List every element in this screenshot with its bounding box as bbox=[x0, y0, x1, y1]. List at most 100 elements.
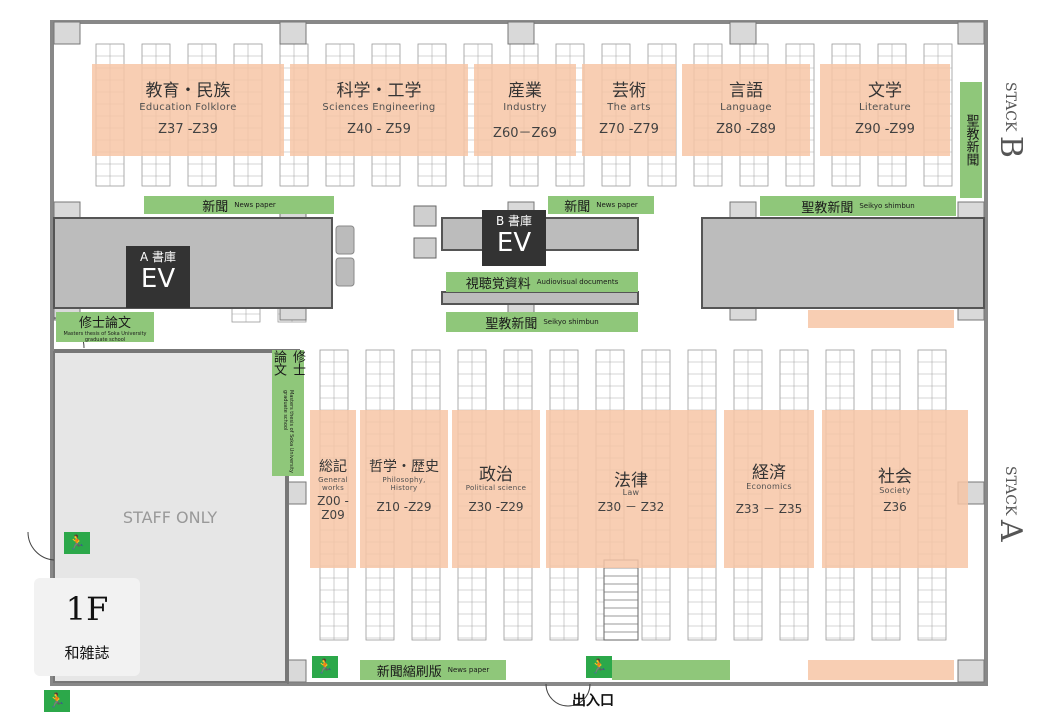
staff-only-label: STAFF ONLY bbox=[122, 508, 218, 527]
zone-philosophy[interactable]: 哲学・歴史 Philosophy, History Z10 -Z29 bbox=[360, 410, 448, 568]
zone-range: Z36 bbox=[883, 500, 907, 514]
zone-subtitle: Society bbox=[879, 486, 911, 495]
entrance-label[interactable]: 出入口 bbox=[572, 693, 614, 709]
pillar bbox=[53, 21, 81, 45]
audiovisual-shelf[interactable]: 視聴覚資料 Audiovisual documents bbox=[446, 272, 638, 292]
label-en: Seikyo shimbun bbox=[543, 318, 599, 326]
elevator-b-label: B 書庫 bbox=[495, 214, 533, 228]
emergency-exit-icon: 🏃 bbox=[64, 532, 90, 554]
label-en: News paper bbox=[234, 201, 276, 209]
stack-b-label: STACK B bbox=[988, 82, 1028, 182]
printer-icon bbox=[413, 237, 437, 259]
zone-subtitle: General works bbox=[318, 476, 348, 492]
zone-range: Z37 -Z39 bbox=[158, 122, 218, 137]
zone-subtitle: Economics bbox=[746, 482, 792, 491]
zone-range: Z00 - Z09 bbox=[317, 494, 349, 522]
stack-a-label: STACK A bbox=[988, 466, 1028, 566]
elevator-a[interactable]: A 書庫 EV bbox=[126, 246, 190, 308]
seikyo-shelf-center[interactable]: 聖教新聞 Seikyo shimbun bbox=[446, 312, 638, 332]
stack-b-block-right bbox=[701, 217, 985, 309]
seikyo-shelf-right[interactable]: 聖教新聞 Seikyo shimbun bbox=[760, 196, 956, 216]
stairs bbox=[603, 559, 639, 641]
zone-literature[interactable]: 文学 Literature Z90 -Z99 bbox=[820, 64, 950, 156]
av-shelf bbox=[441, 291, 639, 305]
zone-title: 政治 bbox=[479, 465, 513, 485]
zone-science[interactable]: 科学・工学 Sciences Engineering Z40 - Z59 bbox=[290, 64, 468, 156]
shelf-strip bbox=[808, 310, 954, 328]
label-jp: 新聞 bbox=[202, 199, 229, 215]
compact-newspaper-shelf[interactable]: 新聞縮刷版 News paper bbox=[360, 660, 506, 680]
zone-language[interactable]: 言語 Language Z80 -Z89 bbox=[682, 64, 810, 156]
zone-society[interactable]: 社会 Society Z36 bbox=[822, 410, 968, 568]
emergency-exit-icon: 🏃 bbox=[586, 656, 612, 678]
stack-a-letter: A bbox=[993, 519, 1028, 542]
zone-subtitle: Language bbox=[720, 102, 772, 113]
zone-general[interactable]: 総記 General works Z00 - Z09 bbox=[310, 410, 356, 568]
zone-range: Z80 -Z89 bbox=[716, 122, 776, 137]
zone-range: Z60－Z69 bbox=[493, 126, 557, 141]
label-en: Audiovisual documents bbox=[536, 278, 619, 286]
zone-subtitle: Political science bbox=[465, 484, 527, 492]
elevator-b[interactable]: B 書庫 EV bbox=[482, 210, 546, 266]
label-jp: 聖教新聞 bbox=[801, 200, 854, 216]
shelf-strip bbox=[808, 660, 954, 680]
zone-range: Z70 -Z79 bbox=[599, 122, 659, 137]
copier-box bbox=[335, 225, 355, 255]
zone-range: Z33 － Z35 bbox=[735, 502, 803, 516]
green-shelf-bottom bbox=[612, 660, 730, 680]
zone-title: 産業 bbox=[508, 81, 542, 101]
zone-economics[interactable]: 経済 Economics Z33 － Z35 bbox=[724, 410, 814, 568]
zone-range: Z30 -Z29 bbox=[468, 500, 524, 514]
elevator-a-label: A 書庫 bbox=[139, 250, 177, 264]
zone-title: 経済 bbox=[752, 463, 786, 483]
newspaper-shelf-center[interactable]: 新聞 News paper bbox=[548, 196, 654, 215]
zone-title: 総記 bbox=[319, 459, 347, 475]
pillar bbox=[957, 21, 985, 45]
newspaper-shelf-left[interactable]: 新聞 News paper bbox=[144, 196, 334, 215]
zone-subtitle: Industry bbox=[503, 102, 547, 113]
pillar bbox=[729, 21, 757, 45]
label-jp: 新聞縮刷版 bbox=[376, 664, 442, 680]
masters-thesis-shelf-left[interactable]: 修士論文 Masters thesis of Soka University g… bbox=[56, 312, 154, 343]
pillar bbox=[279, 21, 307, 45]
label-jp: 視聴覚資料 bbox=[465, 276, 531, 292]
emergency-exit-icon: 🏃 bbox=[44, 690, 70, 712]
zone-industry[interactable]: 産業 Industry Z60－Z69 bbox=[474, 64, 576, 156]
zone-range: Z40 - Z59 bbox=[347, 122, 411, 137]
door bbox=[27, 531, 55, 561]
label-en: News paper bbox=[447, 666, 490, 674]
label-en: News paper bbox=[596, 201, 638, 209]
zone-title: 哲学・歴史 bbox=[369, 459, 439, 475]
zone-title: 社会 bbox=[878, 467, 912, 487]
zone-arts[interactable]: 芸術 The arts Z70 -Z79 bbox=[582, 64, 676, 156]
seikyo-shelf-vertical[interactable]: 聖教新聞 bbox=[960, 82, 982, 198]
zone-subtitle: The arts bbox=[607, 102, 651, 113]
zone-subtitle: Law bbox=[622, 488, 640, 497]
label-jp: 聖教新聞 bbox=[963, 114, 979, 166]
zone-education[interactable]: 教育・民族 Education Folklore Z37 -Z39 bbox=[92, 64, 284, 156]
label-jp: 新聞 bbox=[564, 199, 591, 215]
door bbox=[567, 683, 591, 707]
emergency-exit-icon: 🏃 bbox=[312, 656, 338, 678]
zone-politics[interactable]: 政治 Political science Z30 -Z29 bbox=[452, 410, 540, 568]
label-en: Masters thesis of Soka University gradua… bbox=[282, 389, 294, 473]
pillar bbox=[957, 659, 985, 683]
floor-number: 1F bbox=[65, 590, 109, 628]
zone-range: Z10 -Z29 bbox=[376, 500, 432, 514]
stack-a-block bbox=[53, 217, 333, 309]
door bbox=[545, 683, 569, 707]
elevator-b-ev: EV bbox=[496, 228, 532, 258]
zone-subtitle: Sciences Engineering bbox=[322, 102, 436, 113]
floor-badge: 1F 和雑誌 bbox=[34, 578, 140, 676]
zone-title: 言語 bbox=[729, 81, 763, 101]
masters-thesis-shelf-vertical[interactable]: 修士論文 Masters thesis of Soka University g… bbox=[271, 350, 305, 476]
label-en: Seikyo shimbun bbox=[859, 202, 915, 210]
stack-b-letter: B bbox=[993, 135, 1028, 158]
zone-law[interactable]: 法律 Law Z30 － Z32 bbox=[546, 410, 716, 568]
zone-title: 科学・工学 bbox=[336, 81, 422, 101]
zone-title: 法律 bbox=[614, 471, 648, 491]
zone-title: 芸術 bbox=[612, 81, 646, 101]
stack-a-word: STACK bbox=[1002, 466, 1018, 516]
zone-title: 文学 bbox=[868, 81, 902, 101]
label-jp: 聖教新聞 bbox=[485, 316, 538, 332]
